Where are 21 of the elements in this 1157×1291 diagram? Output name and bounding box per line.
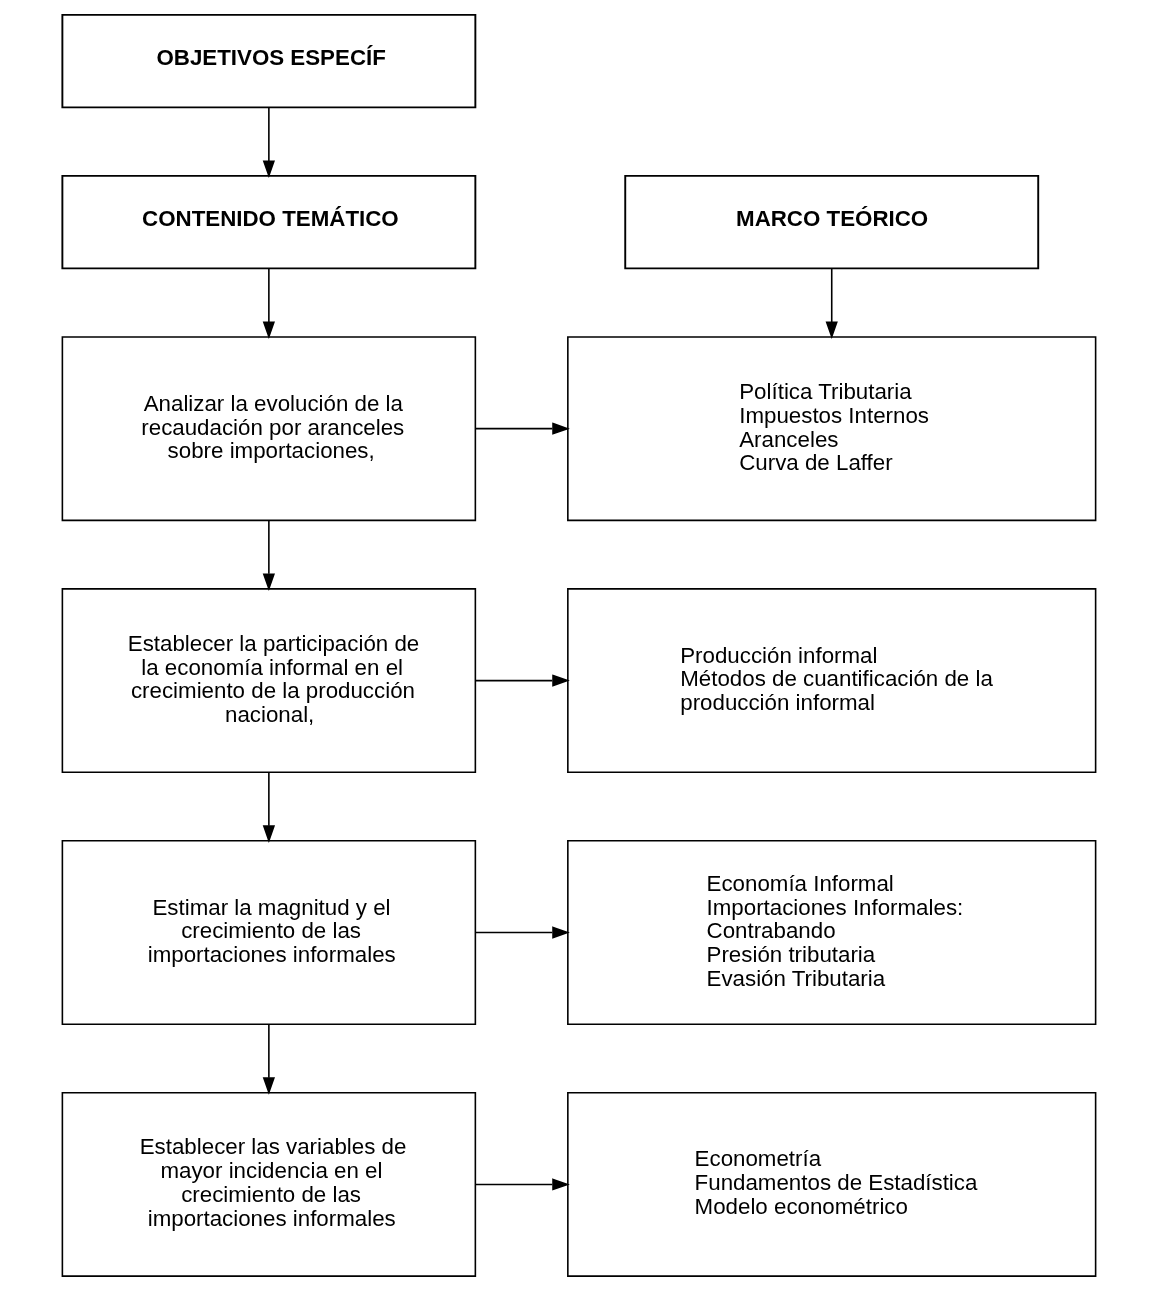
node-box: OBJETIVOS ESPECÍF xyxy=(60,13,476,109)
arrow xyxy=(474,1178,570,1191)
node-box: Economía Informal Importaciones Informales: Contrabando Presión tributaria Evasión Tributaria xyxy=(566,840,1096,1025)
node-box: Estimar la magnitud y el crecimiento de las importaciones informales xyxy=(61,840,476,1025)
arrow xyxy=(262,1023,275,1095)
arrow xyxy=(825,268,838,340)
arrow xyxy=(474,674,570,687)
arrow xyxy=(262,519,275,591)
node-box: Establecer la participación de la economía informal en el crecimiento de la producción nacional, xyxy=(61,588,476,774)
node-box: Analizar la evolución de la recaudación por aranceles sobre importaciones, xyxy=(61,336,476,522)
node-box: CONTENIDO TEMÁTICO xyxy=(60,174,476,270)
node-box: MARCO TEÓRICO xyxy=(623,174,1039,270)
node-box: Producción informal Métodos de cuantificación de la producción informal xyxy=(566,588,1096,774)
arrow xyxy=(474,422,570,435)
arrow xyxy=(474,926,570,939)
node-box: Política Tributaria Impuestos Internos Aranceles Curva de Laffer xyxy=(566,336,1096,522)
arrow xyxy=(262,268,275,340)
arrow xyxy=(262,106,275,179)
node-box: Econometría Fundamentos de Estadística Modelo econométrico xyxy=(566,1091,1096,1277)
arrow xyxy=(262,771,275,843)
node-box: Establecer las variables de mayor incidencia en el crecimiento de las importaciones informales xyxy=(61,1091,476,1277)
